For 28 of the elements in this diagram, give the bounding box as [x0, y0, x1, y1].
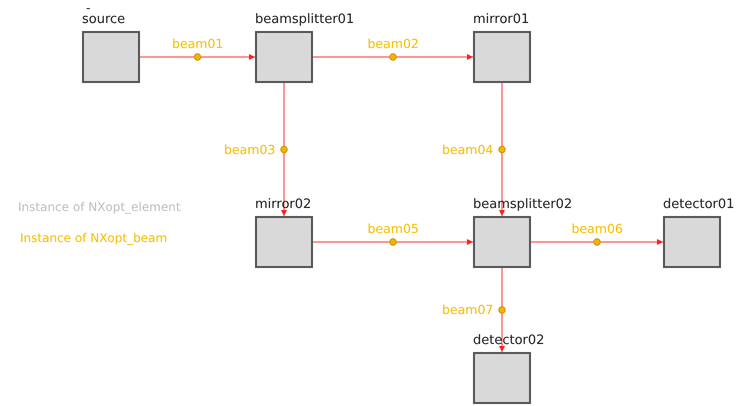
element-name: beamsplitter01: [255, 12, 354, 28]
element-name: mirror01: [473, 12, 530, 28]
edge-label: beam03: [223, 142, 276, 156]
tick-mark: -: [86, 0, 91, 15]
element-name: detector01: [663, 197, 734, 213]
beam-arrow: [312, 53, 474, 61]
beam-arrow: [530, 238, 664, 246]
edge-label: beam04: [441, 142, 494, 156]
element-box: [82, 31, 140, 83]
beam-arrow: [498, 82, 506, 216]
beam-arrow: [498, 268, 506, 352]
element-name: source: [82, 12, 126, 28]
element-box: [473, 352, 531, 404]
edge-label: beam06: [570, 221, 624, 236]
element-box: [663, 216, 721, 268]
edge-label: beam02: [366, 36, 420, 51]
legend-note: Instance of NXopt_beam: [20, 231, 168, 246]
element-box: [255, 31, 313, 83]
edge-label: beam07: [441, 302, 494, 317]
element-box: [473, 216, 531, 268]
element-box: [473, 31, 531, 83]
legend-note: Instance of NXopt_element: [18, 200, 181, 215]
beam-arrow: [280, 82, 288, 216]
beam-arrow: [140, 53, 256, 61]
edge-label: beam01: [171, 36, 224, 51]
edge-label: beam05: [366, 221, 420, 236]
beam-arrow: [312, 238, 474, 246]
element-box: [255, 216, 313, 268]
